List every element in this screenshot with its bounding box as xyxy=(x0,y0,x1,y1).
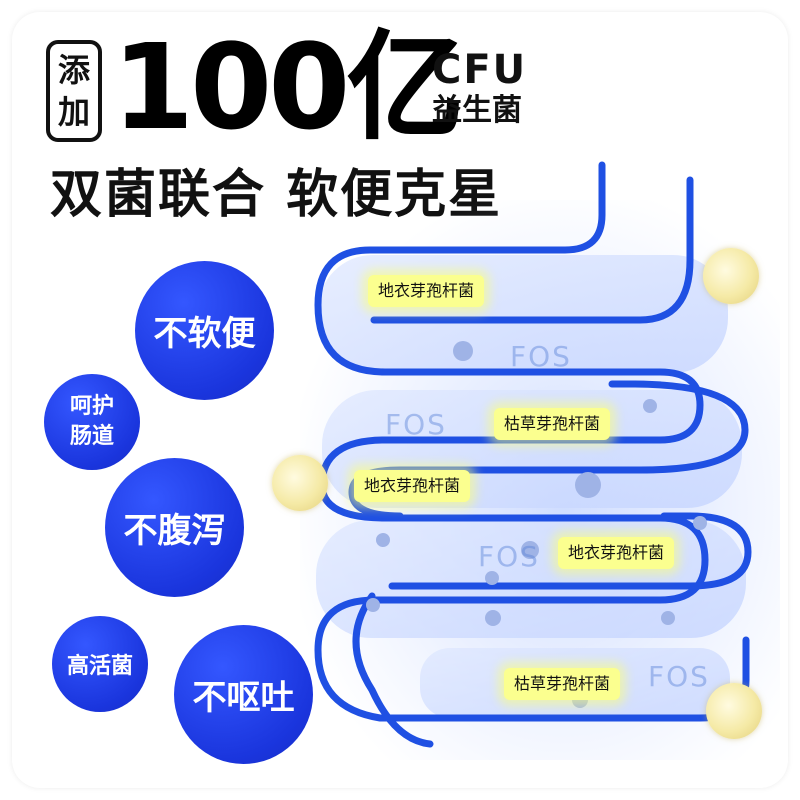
benefit-label: 不腹泻 xyxy=(123,511,226,551)
benefit-bubble-no-soft-stool: 不软便 xyxy=(135,261,274,400)
bacteria-tag-licheniformis: 地衣芽孢杆菌 xyxy=(368,275,485,307)
intestine-inner-wall xyxy=(348,176,752,748)
bacteria-tag-licheniformis: 地衣芽孢杆菌 xyxy=(354,470,471,502)
bacteria-tag-licheniformis: 地衣芽孢杆菌 xyxy=(558,537,675,569)
fos-label: FOS xyxy=(478,540,540,573)
probiotic-amount: 100亿 xyxy=(112,18,464,156)
benefit-bubble-high-activity: 高活菌 xyxy=(52,616,148,712)
fos-label: FOS xyxy=(648,660,710,693)
benefit-label: 高活菌 xyxy=(66,654,133,679)
unit-probiotic: 益生菌 xyxy=(432,93,522,128)
bacteria-tag-subtilis: 枯草芽孢杆菌 xyxy=(494,408,611,440)
fos-label: FOS xyxy=(510,340,572,373)
benefit-bubble-no-vomit: 不呕吐 xyxy=(174,625,313,764)
fos-label: FOS xyxy=(385,408,447,441)
benefit-label-line2: 肠道 xyxy=(69,424,114,449)
add-badge: 添 加 xyxy=(46,40,102,142)
probiotic-spore xyxy=(272,455,328,511)
benefit-label: 不呕吐 xyxy=(192,678,295,718)
probiotic-spore xyxy=(703,248,759,304)
badge-char-top: 添 xyxy=(57,51,90,89)
slogan: 双菌联合 软便克星 xyxy=(50,165,503,225)
benefit-bubble-no-diarrhea: 不腹泻 xyxy=(105,458,244,597)
badge-char-bottom: 加 xyxy=(57,93,90,131)
bacteria-dots xyxy=(366,341,707,708)
probiotic-spore xyxy=(706,683,762,739)
benefit-bubble-gut-care: 呵护 肠道 xyxy=(44,374,140,470)
amount-unit: CFU 益生菌 xyxy=(432,48,527,130)
unit-cfu: CFU xyxy=(432,47,528,93)
benefit-label-line1: 呵护 xyxy=(69,394,114,419)
bacteria-tag-subtilis: 枯草芽孢杆菌 xyxy=(504,668,621,700)
benefit-label: 不软便 xyxy=(153,314,256,354)
